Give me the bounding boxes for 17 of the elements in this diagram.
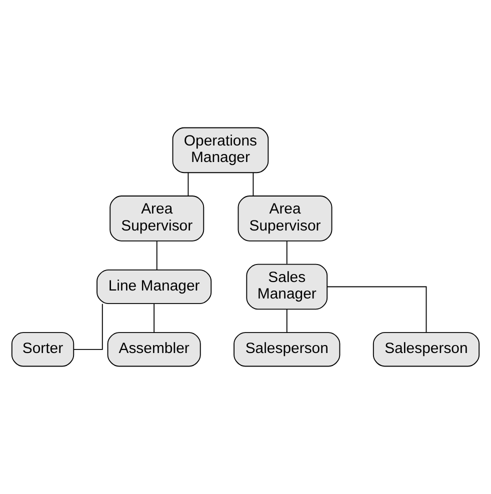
connector [156, 240, 158, 270]
connector [252, 172, 254, 196]
node-box: Salesperson [234, 332, 340, 367]
node-box: Sorter [11, 332, 74, 367]
connector [74, 303, 103, 350]
node-box: Salesperson [372, 332, 480, 367]
connector [286, 240, 288, 264]
connector [286, 308, 288, 333]
node-box: Area Supervisor [238, 196, 332, 242]
node-box: Sales Manager [246, 264, 328, 310]
connector [188, 172, 189, 196]
node-box: Assembler [107, 332, 201, 367]
node-box: Operations Manager [172, 127, 269, 174]
connector [154, 303, 155, 333]
node-box: Line Manager [96, 269, 212, 304]
connector [326, 286, 427, 333]
node-box: Area Supervisor [110, 196, 204, 242]
